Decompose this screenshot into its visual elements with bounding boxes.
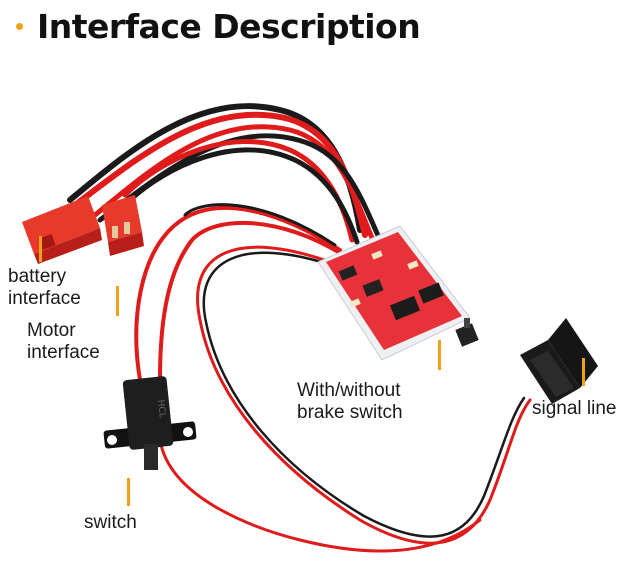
motor-label-line1: Motor bbox=[27, 320, 76, 341]
battery-label: battery interface bbox=[8, 266, 81, 310]
page-title: Interface Description bbox=[37, 6, 421, 46]
brake-label-line2: brake switch bbox=[297, 402, 403, 423]
battery-label-line2: interface bbox=[8, 288, 81, 309]
brake-switch bbox=[455, 318, 479, 347]
brake-label-line1: With/without bbox=[297, 380, 401, 401]
switch-label: switch bbox=[84, 512, 137, 533]
signal-wires bbox=[158, 245, 532, 553]
motor-marker bbox=[116, 286, 119, 316]
brake-marker bbox=[438, 340, 441, 370]
power-switch: HCL bbox=[103, 376, 197, 470]
signal-label: signal line bbox=[532, 398, 617, 419]
motor-connector bbox=[102, 195, 144, 256]
switch-marker bbox=[127, 478, 130, 506]
switch-wires bbox=[134, 203, 347, 382]
motor-label-line2: interface bbox=[27, 342, 100, 363]
motor-wires bbox=[122, 139, 360, 245]
title-bullet-icon bbox=[16, 22, 23, 30]
brake-label: With/without brake switch bbox=[297, 380, 403, 424]
switch-housing-text: HCL bbox=[155, 399, 167, 418]
esc-board bbox=[317, 225, 471, 361]
motor-label: Motor interface bbox=[27, 320, 100, 364]
battery-marker bbox=[39, 236, 42, 262]
title-row: Interface Description bbox=[16, 4, 421, 48]
battery-connector bbox=[22, 196, 102, 264]
signal-connector bbox=[520, 318, 598, 404]
battery-label-line1: battery bbox=[8, 266, 67, 287]
signal-marker bbox=[582, 358, 585, 386]
